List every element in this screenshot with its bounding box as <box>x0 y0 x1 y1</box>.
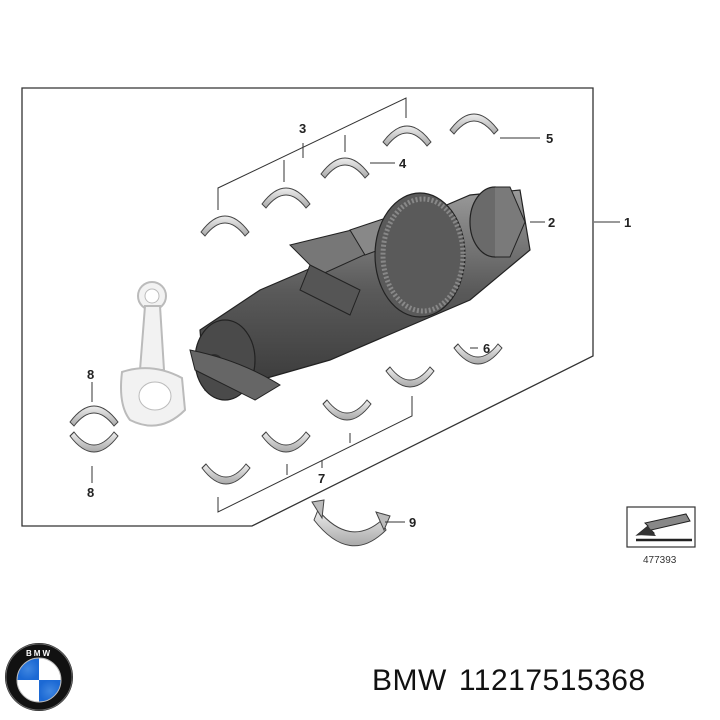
assembly-frame <box>21 87 594 527</box>
figure-number: 477393 <box>643 555 677 566</box>
figure-reference: 477393 <box>626 506 696 566</box>
callout-9: 9 <box>409 515 416 530</box>
callout-5: 5 <box>546 131 553 146</box>
callout-8-top: 8 <box>87 367 94 382</box>
arrow-icon <box>635 513 692 542</box>
connecting-rod <box>120 281 187 427</box>
thrust-bearing <box>311 499 391 547</box>
bearing-shell <box>200 215 250 237</box>
bmw-logo-lettering: BMW <box>26 649 52 658</box>
rod-bearing-shells <box>69 405 119 453</box>
bearing-shell <box>322 399 372 421</box>
bearing-shell <box>69 405 119 427</box>
crankshaft <box>189 186 531 401</box>
bearing-shell <box>261 187 311 209</box>
callout-3: 3 <box>299 121 306 136</box>
bearing-shell <box>320 157 370 179</box>
bearing-shell <box>261 431 311 453</box>
bearing-shell <box>382 125 432 147</box>
bearing-shell <box>385 366 435 388</box>
callout-2: 2 <box>548 215 555 230</box>
callout-8-bottom: 8 <box>87 485 94 500</box>
bmw-logo: BMW <box>5 643 73 711</box>
brand-name: BMW <box>372 664 447 697</box>
callout-4: 4 <box>399 156 407 171</box>
bearing-shell <box>449 113 499 135</box>
callout-6: 6 <box>483 341 490 356</box>
callout-1: 1 <box>624 215 631 230</box>
callout-7: 7 <box>318 471 325 486</box>
leader-lines <box>91 97 620 523</box>
part-caption: BMW 11217515368 <box>372 664 658 698</box>
bearing-shell <box>69 431 119 453</box>
part-number: 11217515368 <box>458 664 646 697</box>
bearing-shell <box>201 463 251 485</box>
bearing-shell <box>453 343 503 365</box>
